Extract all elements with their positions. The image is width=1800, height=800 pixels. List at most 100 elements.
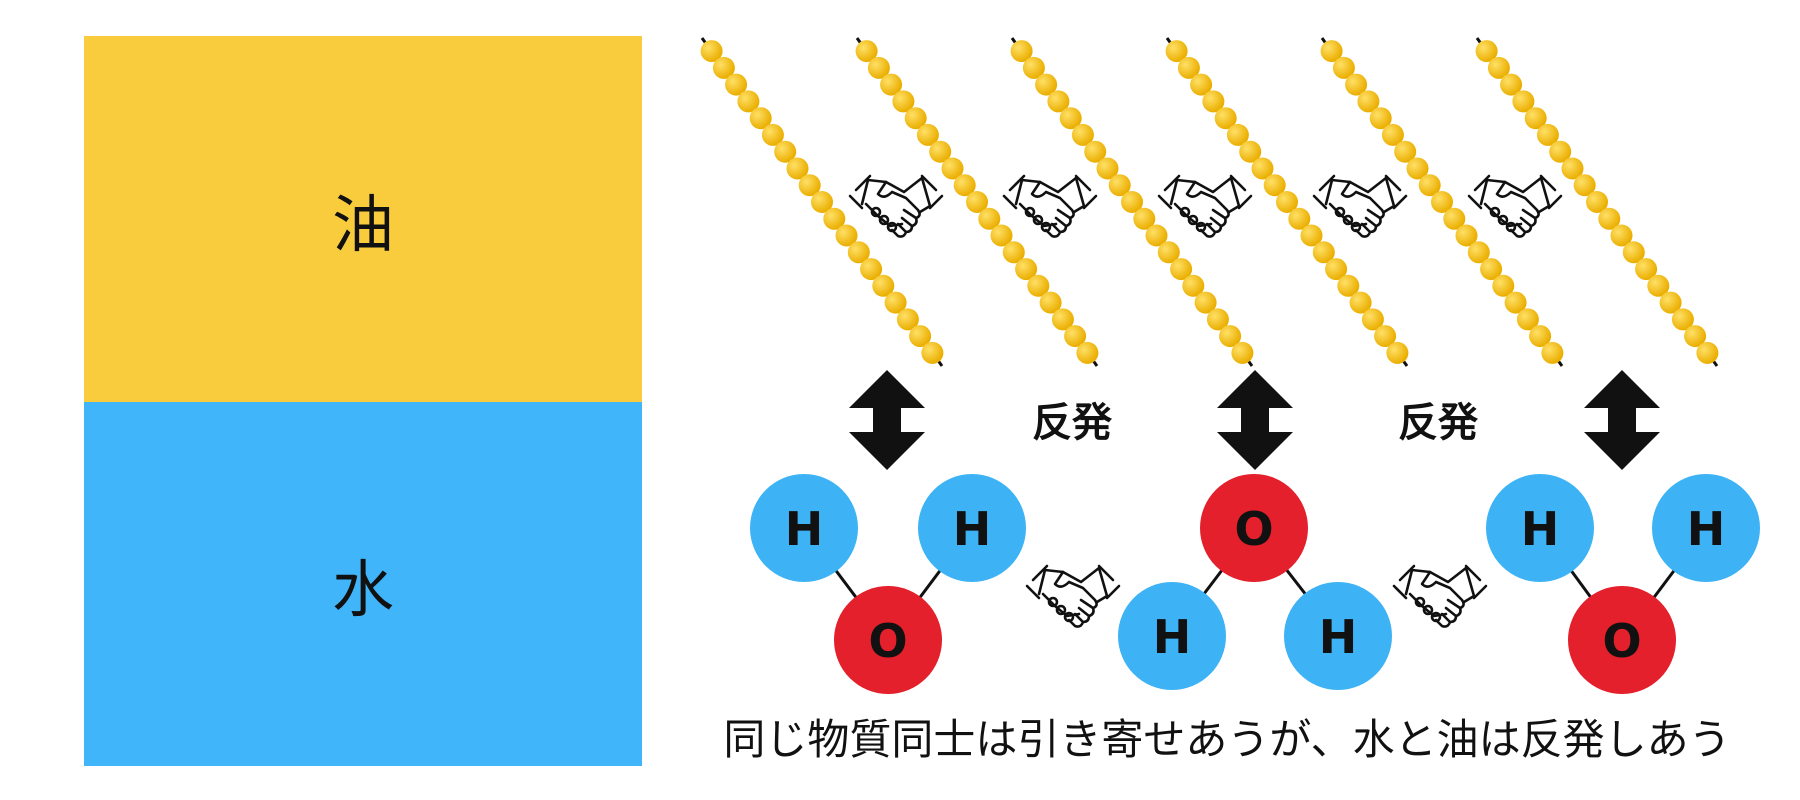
oil-bead xyxy=(1549,140,1572,163)
oil-bead xyxy=(1357,90,1380,113)
oil-bead xyxy=(811,191,833,213)
oil-bead xyxy=(1455,224,1478,247)
oil-bead xyxy=(1047,90,1070,113)
oil-bead xyxy=(1610,224,1633,247)
oil-bead xyxy=(953,174,976,197)
handshake-icon xyxy=(1467,174,1563,238)
oil-bead xyxy=(712,56,735,79)
oil-bead xyxy=(867,56,890,79)
oil-bead xyxy=(1231,341,1254,364)
oil-bead xyxy=(855,40,878,63)
oil-bead xyxy=(1345,73,1368,96)
oil-bead xyxy=(1504,291,1527,314)
oil-bead xyxy=(1684,325,1707,348)
oil-bead xyxy=(884,291,907,314)
oil-bead xyxy=(1121,191,1143,213)
oil-bead xyxy=(725,73,748,96)
oil-bead xyxy=(990,224,1013,247)
oil-bead xyxy=(1492,274,1515,297)
hydrogen-label: H xyxy=(1319,610,1358,664)
oil-bead xyxy=(1349,291,1372,314)
oil-bead xyxy=(1145,224,1168,247)
oxygen-atom xyxy=(834,586,942,694)
oil-bead xyxy=(1524,107,1547,130)
oil-bead xyxy=(1206,308,1229,331)
oil-bead xyxy=(1480,258,1503,281)
oil-bead xyxy=(1015,258,1038,281)
oil-bead xyxy=(1010,40,1033,63)
oil-bead xyxy=(1096,157,1119,180)
handshake-icon xyxy=(1002,174,1098,238)
oil-bead xyxy=(896,308,919,331)
oil-bead xyxy=(1076,341,1099,364)
oil-bead xyxy=(1059,107,1082,130)
oil-bead xyxy=(1443,207,1466,230)
oil-bead xyxy=(916,123,939,146)
oil-bead xyxy=(700,40,723,63)
oil-molecule-chain xyxy=(1475,37,1719,367)
repulsion-label: 反発 xyxy=(1032,400,1113,446)
oil-bead xyxy=(1002,241,1025,264)
oil-bead xyxy=(1312,241,1335,264)
oil-bead xyxy=(1696,341,1719,364)
oil-bead xyxy=(1381,123,1404,146)
oil-bead xyxy=(909,325,932,348)
oil-bead xyxy=(1133,207,1156,230)
oil-bead xyxy=(1622,241,1645,264)
hydrogen-atom xyxy=(1486,474,1594,582)
oil-bead xyxy=(737,90,760,113)
oil-bead xyxy=(1369,107,1392,130)
oil-bead xyxy=(1064,325,1087,348)
oil-bead xyxy=(823,207,846,230)
oil-bead xyxy=(929,140,952,163)
oil-bead xyxy=(1516,308,1539,331)
oil-bead xyxy=(1039,291,1062,314)
oil-bead xyxy=(1487,56,1510,79)
oil-bead xyxy=(1035,73,1058,96)
oxygen-atom xyxy=(1200,474,1308,582)
double-arrow-icon xyxy=(849,370,925,470)
water-label: 水 xyxy=(331,553,394,626)
oil-bead xyxy=(1202,90,1225,113)
oil-bead xyxy=(978,207,1001,230)
oil-molecule-chain xyxy=(1165,37,1409,367)
oil-bead xyxy=(1635,258,1658,281)
hydrogen-atom xyxy=(1118,582,1226,690)
oil-bead xyxy=(1214,107,1237,130)
oil-label: 油 xyxy=(331,188,394,261)
oil-bead xyxy=(1288,207,1311,230)
oil-bead xyxy=(1536,123,1559,146)
oil-bead xyxy=(904,107,927,130)
oil-molecule-chain xyxy=(700,37,944,367)
hydrogen-label: H xyxy=(785,502,824,556)
oxygen-atom xyxy=(1568,586,1676,694)
water-molecule: O H H xyxy=(1118,474,1392,690)
oil-bead xyxy=(847,241,870,264)
oil-molecule-chain xyxy=(1320,37,1564,367)
oil-bead xyxy=(1320,40,1343,63)
oil-bead xyxy=(1659,291,1682,314)
oil-bead xyxy=(1561,157,1584,180)
handshake-icon xyxy=(1157,174,1253,238)
oil-molecule-chain xyxy=(1010,37,1254,367)
oil-bead xyxy=(1190,73,1213,96)
hydrogen-atom xyxy=(1652,474,1760,582)
repulsion-label: 反発 xyxy=(1398,400,1479,446)
hydrogen-label: H xyxy=(1153,610,1192,664)
handshake-icon xyxy=(1025,564,1121,628)
oil-bead xyxy=(1361,308,1384,331)
oil-bead xyxy=(1027,274,1050,297)
oil-bead xyxy=(798,174,821,197)
oil-bead xyxy=(1647,274,1670,297)
oil-bead xyxy=(1226,123,1249,146)
oil-bead xyxy=(880,73,903,96)
oil-bead xyxy=(749,107,772,130)
oil-bead xyxy=(1573,174,1596,197)
hydrogen-label: H xyxy=(1687,502,1726,556)
oil-bead xyxy=(1325,258,1348,281)
oil-bead xyxy=(1182,274,1205,297)
oil-bead xyxy=(892,90,915,113)
oil-bead xyxy=(1467,241,1490,264)
hydrogen-atom xyxy=(1284,582,1392,690)
water-molecule: H H O xyxy=(750,474,1026,694)
